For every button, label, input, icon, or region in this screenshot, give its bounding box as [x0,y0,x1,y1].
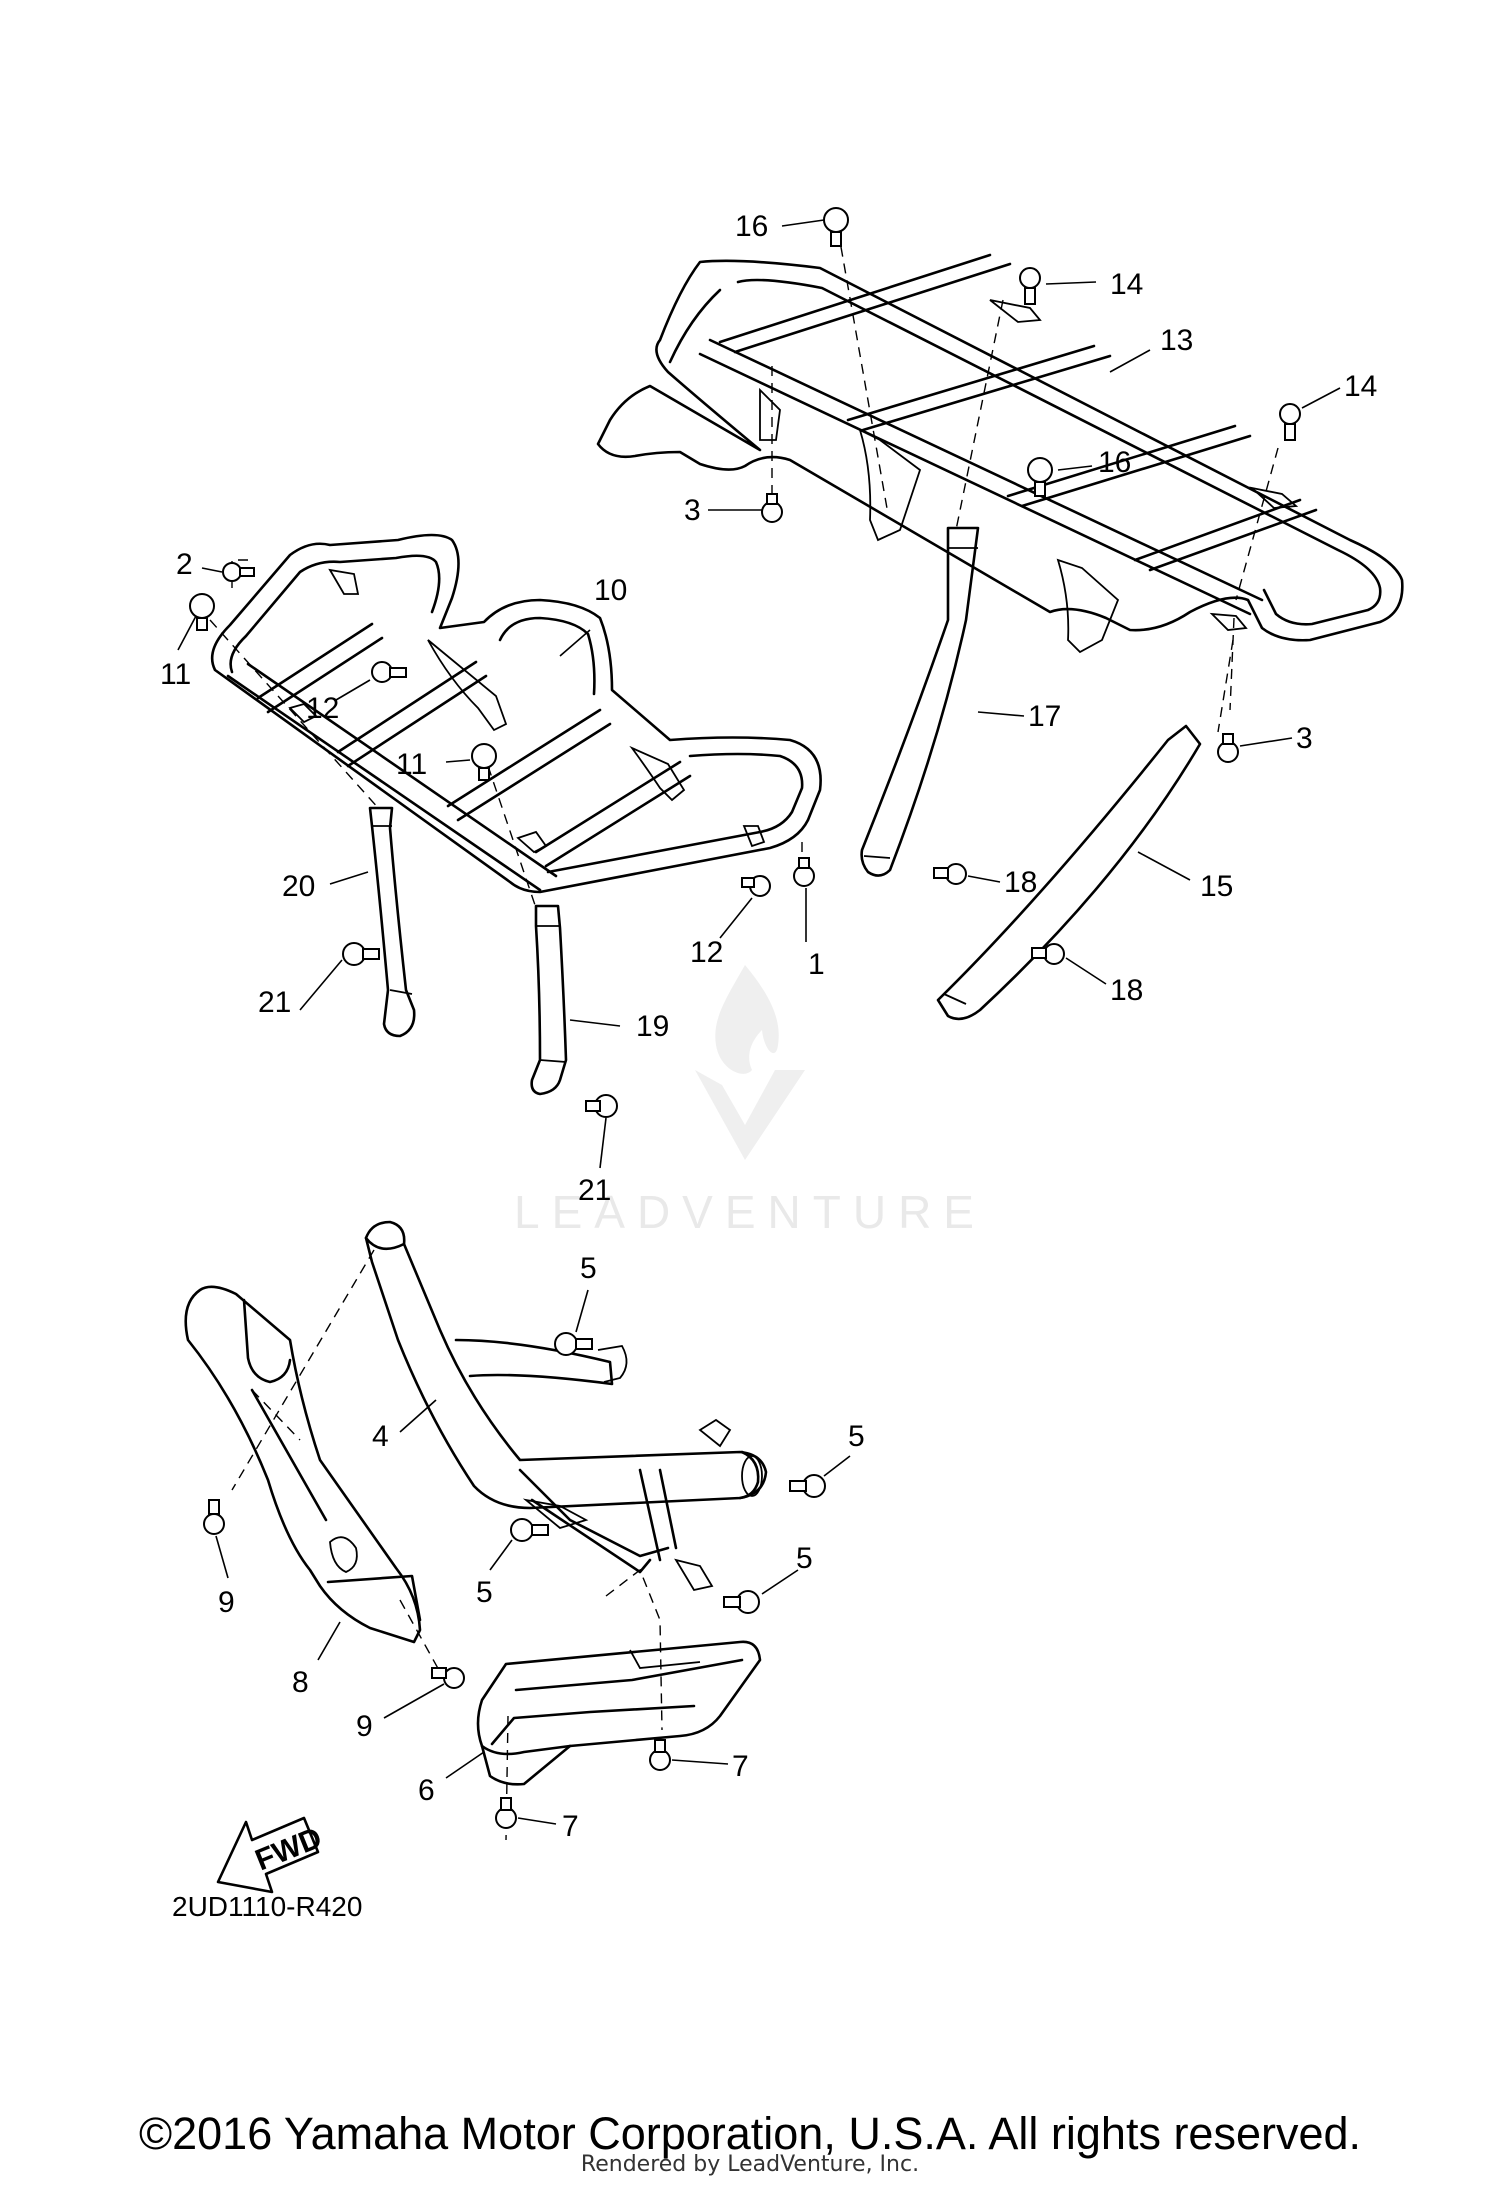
bolt-12-a [371,661,407,683]
callout-16: 16 [1098,446,1131,479]
callout-14: 14 [1110,268,1143,301]
bolt-11-a [189,593,215,631]
callout-9: 9 [356,1710,373,1743]
callout-12: 12 [306,692,339,725]
bolt-9-b [431,1667,465,1689]
callout-21: 21 [578,1174,611,1207]
callout-5: 5 [580,1252,597,1285]
watermark-flame-icon [715,965,779,1074]
bolts [189,207,1301,1829]
rear-carrier [596,253,1404,654]
callout-12: 12 [690,936,723,969]
bolt-9-a [203,1499,225,1535]
callout-7: 7 [562,1810,579,1843]
callout-9: 9 [218,1586,235,1619]
bolt-11-b [471,743,497,781]
bolt-14-a [1019,267,1041,305]
callout-2: 2 [176,548,193,581]
callout-11: 11 [160,658,191,691]
callout-1: 1 [808,948,825,981]
front-bumper [364,1220,768,1592]
fwd-arrow-icon [216,1816,320,1894]
callout-8: 8 [292,1666,309,1699]
rear-stay-17 [860,526,980,877]
bolt-21-b [585,1094,618,1118]
front-carrier [210,533,822,894]
callout-13: 13 [1160,324,1193,357]
bolt-18-b [1031,943,1065,965]
front-stay-20 [368,806,416,1038]
bolt-7-a [649,1739,671,1771]
bolt-5-d [723,1590,760,1614]
callout-15: 15 [1200,870,1233,903]
copyright-notice: ©2016 Yamaha Motor Corporation, U.S.A. A… [138,2108,1362,2159]
side-guard-8 [184,1285,422,1644]
callout-5: 5 [848,1420,865,1453]
callout-7: 7 [732,1750,749,1783]
callout-11: 11 [396,748,427,781]
bolt-12-b [741,875,771,897]
side-guard-6 [476,1640,762,1786]
alignment-lines [209,229,1279,1841]
fwd-arrow: FWD [216,1816,327,1894]
callout-14: 14 [1344,370,1377,403]
callout-3: 3 [1296,722,1313,755]
callout-4: 4 [372,1420,389,1453]
leader-lines [177,219,1341,1825]
bolt-16-top [823,207,849,247]
callouts: 16 14 13 14 16 3 3 17 15 18 18 2 11 10 1… [160,210,1377,1843]
callout-18: 18 [1110,974,1143,1007]
bolt-18-a [933,863,967,885]
bolt-1 [793,857,815,887]
bolt-3-b [1217,733,1239,763]
bolt-3-a [761,493,783,523]
bolt-5-b [789,1474,826,1498]
front-stay-19 [530,904,568,1096]
bolt-14-b [1279,403,1301,441]
callout-16: 16 [735,210,768,243]
diagram-code: 2UD1110-R420 [172,1891,362,1922]
callout-3: 3 [684,494,701,527]
bolt-7-b [495,1797,517,1829]
bolt-5-a [554,1332,593,1356]
fwd-label: FWD [251,1821,327,1877]
bolt-16-mid [1027,457,1053,497]
callout-21: 21 [258,986,291,1019]
rendered-by-notice: Rendered by LeadVenture, Inc. [580,2152,920,2177]
callout-17: 17 [1028,700,1061,733]
callout-5: 5 [476,1576,493,1609]
bolt-2 [222,562,255,582]
callout-20: 20 [282,870,315,903]
watermark-text: LEADVENTURE [514,1186,986,1238]
watermark: LEADVENTURE [514,965,986,1238]
watermark-v-icon [695,1070,805,1160]
callout-18: 18 [1004,866,1037,899]
callout-19: 19 [636,1010,669,1043]
rear-stay-15 [936,724,1202,1021]
callout-10: 10 [594,574,627,607]
bolt-5-c [510,1518,549,1542]
callout-6: 6 [418,1774,435,1807]
bolt-21-a [342,942,380,966]
callout-5: 5 [796,1542,813,1575]
